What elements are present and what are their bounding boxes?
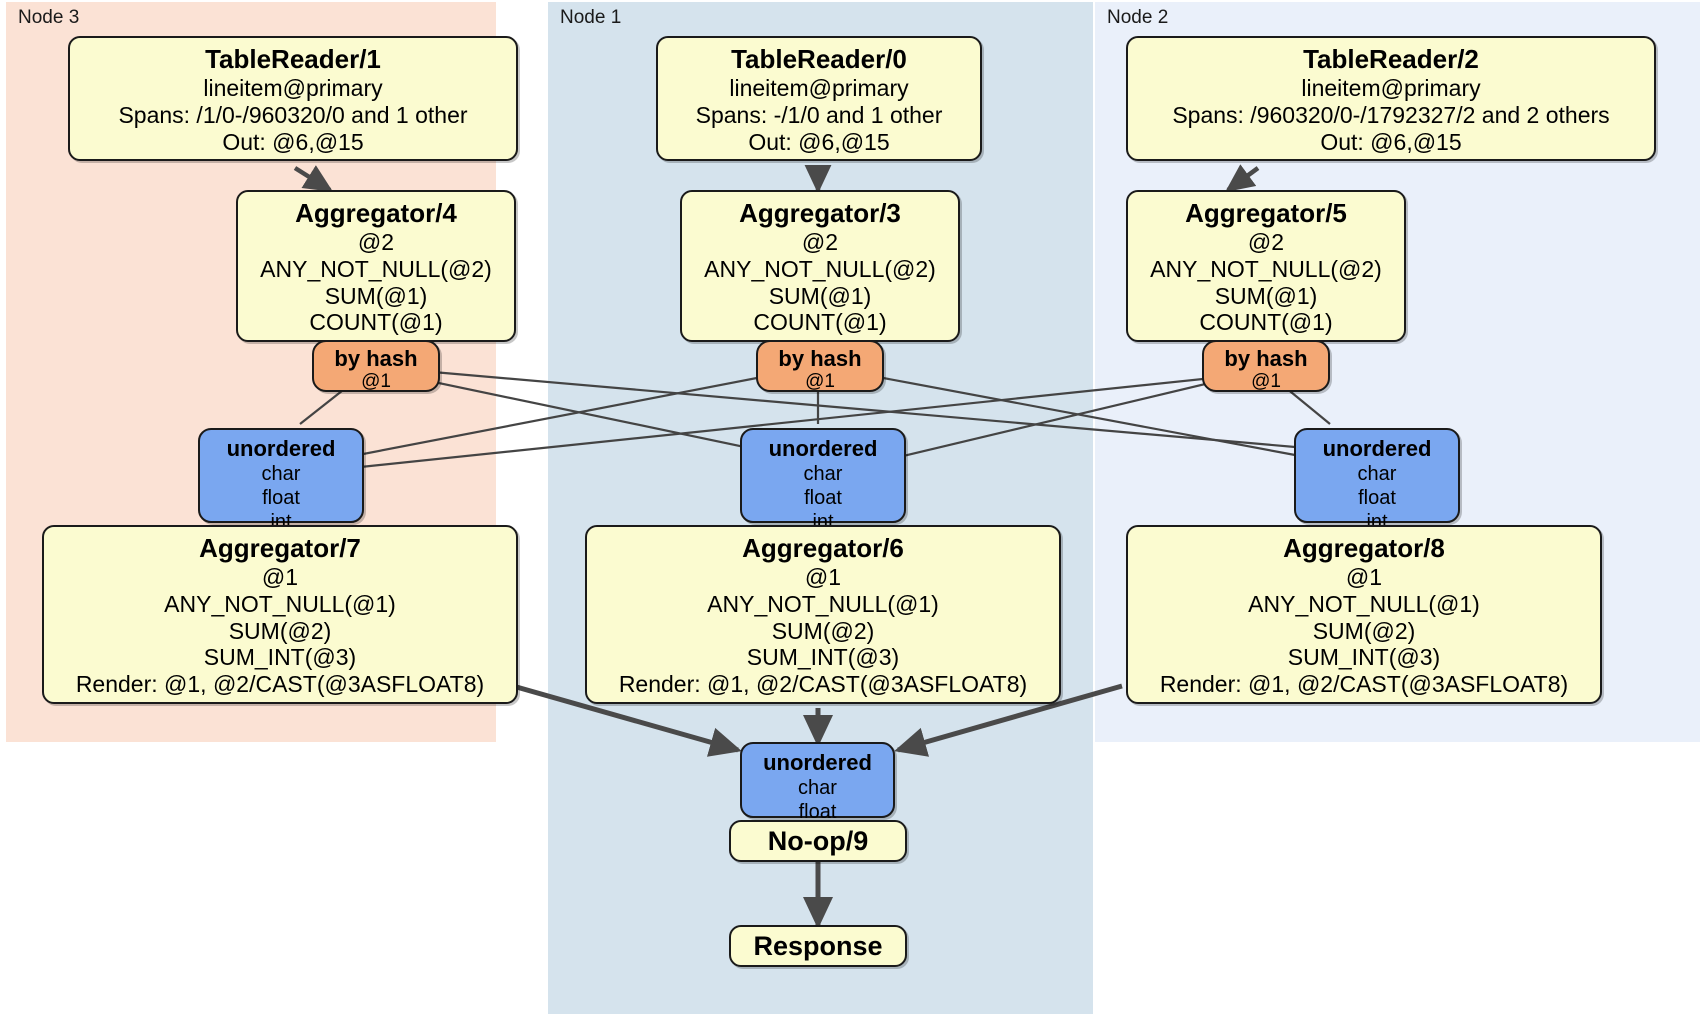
processor-aggregator-3[interactable]: Aggregator/3 @2 ANY_NOT_NULL(@2) SUM(@1)… xyxy=(680,190,960,342)
router-by-hash-3[interactable]: by hash @1 xyxy=(756,340,884,392)
router-by-hash-5[interactable]: by hash @1 xyxy=(1202,340,1330,392)
node-panel-label-node1: Node 1 xyxy=(560,7,622,28)
processor-line-agg3: COUNT(@1) xyxy=(753,309,887,336)
processor-line-agg3: SUM_INT(@3) xyxy=(1287,644,1441,671)
processor-line-agg1: ANY_NOT_NULL(@1) xyxy=(707,590,939,617)
synchronizer-unordered-final[interactable]: unordered char float xyxy=(740,742,895,823)
processor-title: Aggregator/5 xyxy=(1185,198,1347,228)
processor-line-agg1: ANY_NOT_NULL(@1) xyxy=(164,590,396,617)
processor-line-agg3: SUM_INT(@3) xyxy=(746,644,900,671)
synchronizer-line-type2: float xyxy=(1358,487,1396,510)
synchronizer-title: unordered xyxy=(768,436,878,461)
processor-line-group: @2 xyxy=(357,229,395,256)
synchronizer-line-type1: char xyxy=(1357,463,1397,486)
router-line-key: @1 xyxy=(1251,371,1281,393)
synchronizer-unordered-8[interactable]: unordered char float int xyxy=(1294,428,1460,533)
processor-response[interactable]: Response xyxy=(729,925,907,968)
processor-line-render: Render: @1, @2/CAST(@3ASFLOAT8) xyxy=(1159,670,1569,697)
processor-line-out: Out: @6,@15 xyxy=(748,128,890,155)
processor-line-group: @1 xyxy=(261,564,299,591)
synchronizer-title: unordered xyxy=(1322,436,1432,461)
router-title: by hash xyxy=(334,346,418,371)
processor-title: Aggregator/7 xyxy=(199,533,361,563)
processor-line-render: Render: @1, @2/CAST(@3ASFLOAT8) xyxy=(618,670,1028,697)
processor-tablereader-2[interactable]: TableReader/2 lineitem@primary Spans: /9… xyxy=(1126,36,1656,162)
processor-line-agg2: SUM(@1) xyxy=(324,282,428,309)
synchronizer-unordered-6[interactable]: unordered char float int xyxy=(740,428,906,533)
processor-aggregator-4[interactable]: Aggregator/4 @2 ANY_NOT_NULL(@2) SUM(@1)… xyxy=(236,190,516,342)
processor-line-out: Out: @6,@15 xyxy=(1320,128,1462,155)
processor-line-group: @2 xyxy=(1247,229,1285,256)
synchronizer-line-type1: char xyxy=(261,463,301,486)
processor-title: Aggregator/3 xyxy=(739,198,901,228)
processor-line-agg2: SUM(@2) xyxy=(228,617,332,644)
processor-line-agg2: SUM(@1) xyxy=(1214,282,1318,309)
processor-title: TableReader/0 xyxy=(731,44,907,74)
processor-line-group: @2 xyxy=(801,229,839,256)
processor-line-table: lineitem@primary xyxy=(729,75,909,102)
node-panel-label-node3: Node 3 xyxy=(18,7,80,28)
processor-title: Aggregator/4 xyxy=(295,198,457,228)
processor-aggregator-6[interactable]: Aggregator/6 @1 ANY_NOT_NULL(@1) SUM(@2)… xyxy=(585,525,1061,704)
synchronizer-line-type2: float xyxy=(262,487,300,510)
router-by-hash-4[interactable]: by hash @1 xyxy=(312,340,440,392)
processor-line-agg2: SUM(@2) xyxy=(1312,617,1416,644)
processor-line-table: lineitem@primary xyxy=(1301,75,1481,102)
processor-line-group: @1 xyxy=(804,564,842,591)
router-title: by hash xyxy=(778,346,862,371)
processor-noop-9[interactable]: No-op/9 xyxy=(729,820,907,863)
processor-line-agg2: SUM(@2) xyxy=(771,617,875,644)
synchronizer-line-type2: float xyxy=(804,487,842,510)
processor-title: TableReader/2 xyxy=(1303,44,1479,74)
processor-line-spans: Spans: /960320/0-/1792327/2 and 2 others xyxy=(1172,101,1610,128)
processor-title: Aggregator/6 xyxy=(742,533,904,563)
synchronizer-title: unordered xyxy=(763,750,872,775)
router-line-key: @1 xyxy=(805,371,835,393)
processor-aggregator-7[interactable]: Aggregator/7 @1 ANY_NOT_NULL(@1) SUM(@2)… xyxy=(42,525,518,704)
processor-line-agg1: ANY_NOT_NULL(@2) xyxy=(1150,255,1382,282)
router-title: by hash xyxy=(1224,346,1308,371)
processor-line-agg3: COUNT(@1) xyxy=(1199,309,1333,336)
processor-line-group: @1 xyxy=(1345,564,1383,591)
processor-title: No-op/9 xyxy=(767,826,869,856)
synchronizer-line-type1: char xyxy=(803,463,843,486)
processor-line-table: lineitem@primary xyxy=(203,75,383,102)
synchronizer-line-type2: float xyxy=(798,801,837,824)
processor-line-agg3: SUM_INT(@3) xyxy=(203,644,357,671)
processor-title: TableReader/1 xyxy=(205,44,381,74)
processor-tablereader-0[interactable]: TableReader/0 lineitem@primary Spans: -/… xyxy=(656,36,982,162)
processor-line-render: Render: @1, @2/CAST(@3ASFLOAT8) xyxy=(75,670,485,697)
processor-line-spans: Spans: -/1/0 and 1 other xyxy=(695,101,943,128)
processor-line-agg1: ANY_NOT_NULL(@2) xyxy=(260,255,492,282)
synchronizer-line-type1: char xyxy=(798,777,837,800)
processor-tablereader-1[interactable]: TableReader/1 lineitem@primary Spans: /1… xyxy=(68,36,518,162)
processor-line-agg1: ANY_NOT_NULL(@2) xyxy=(704,255,936,282)
processor-title: Response xyxy=(753,931,883,961)
processor-aggregator-8[interactable]: Aggregator/8 @1 ANY_NOT_NULL(@1) SUM(@2)… xyxy=(1126,525,1602,704)
processor-line-out: Out: @6,@15 xyxy=(222,128,364,155)
processor-line-agg3: COUNT(@1) xyxy=(309,309,443,336)
node-panel-label-node2: Node 2 xyxy=(1107,7,1169,28)
processor-aggregator-5[interactable]: Aggregator/5 @2 ANY_NOT_NULL(@2) SUM(@1)… xyxy=(1126,190,1406,342)
synchronizer-title: unordered xyxy=(226,436,336,461)
processor-line-agg2: SUM(@1) xyxy=(768,282,872,309)
processor-line-agg1: ANY_NOT_NULL(@1) xyxy=(1248,590,1480,617)
processor-title: Aggregator/8 xyxy=(1283,533,1445,563)
synchronizer-unordered-7[interactable]: unordered char float int xyxy=(198,428,364,533)
router-line-key: @1 xyxy=(361,371,391,393)
processor-line-spans: Spans: /1/0-/960320/0 and 1 other xyxy=(118,101,468,128)
